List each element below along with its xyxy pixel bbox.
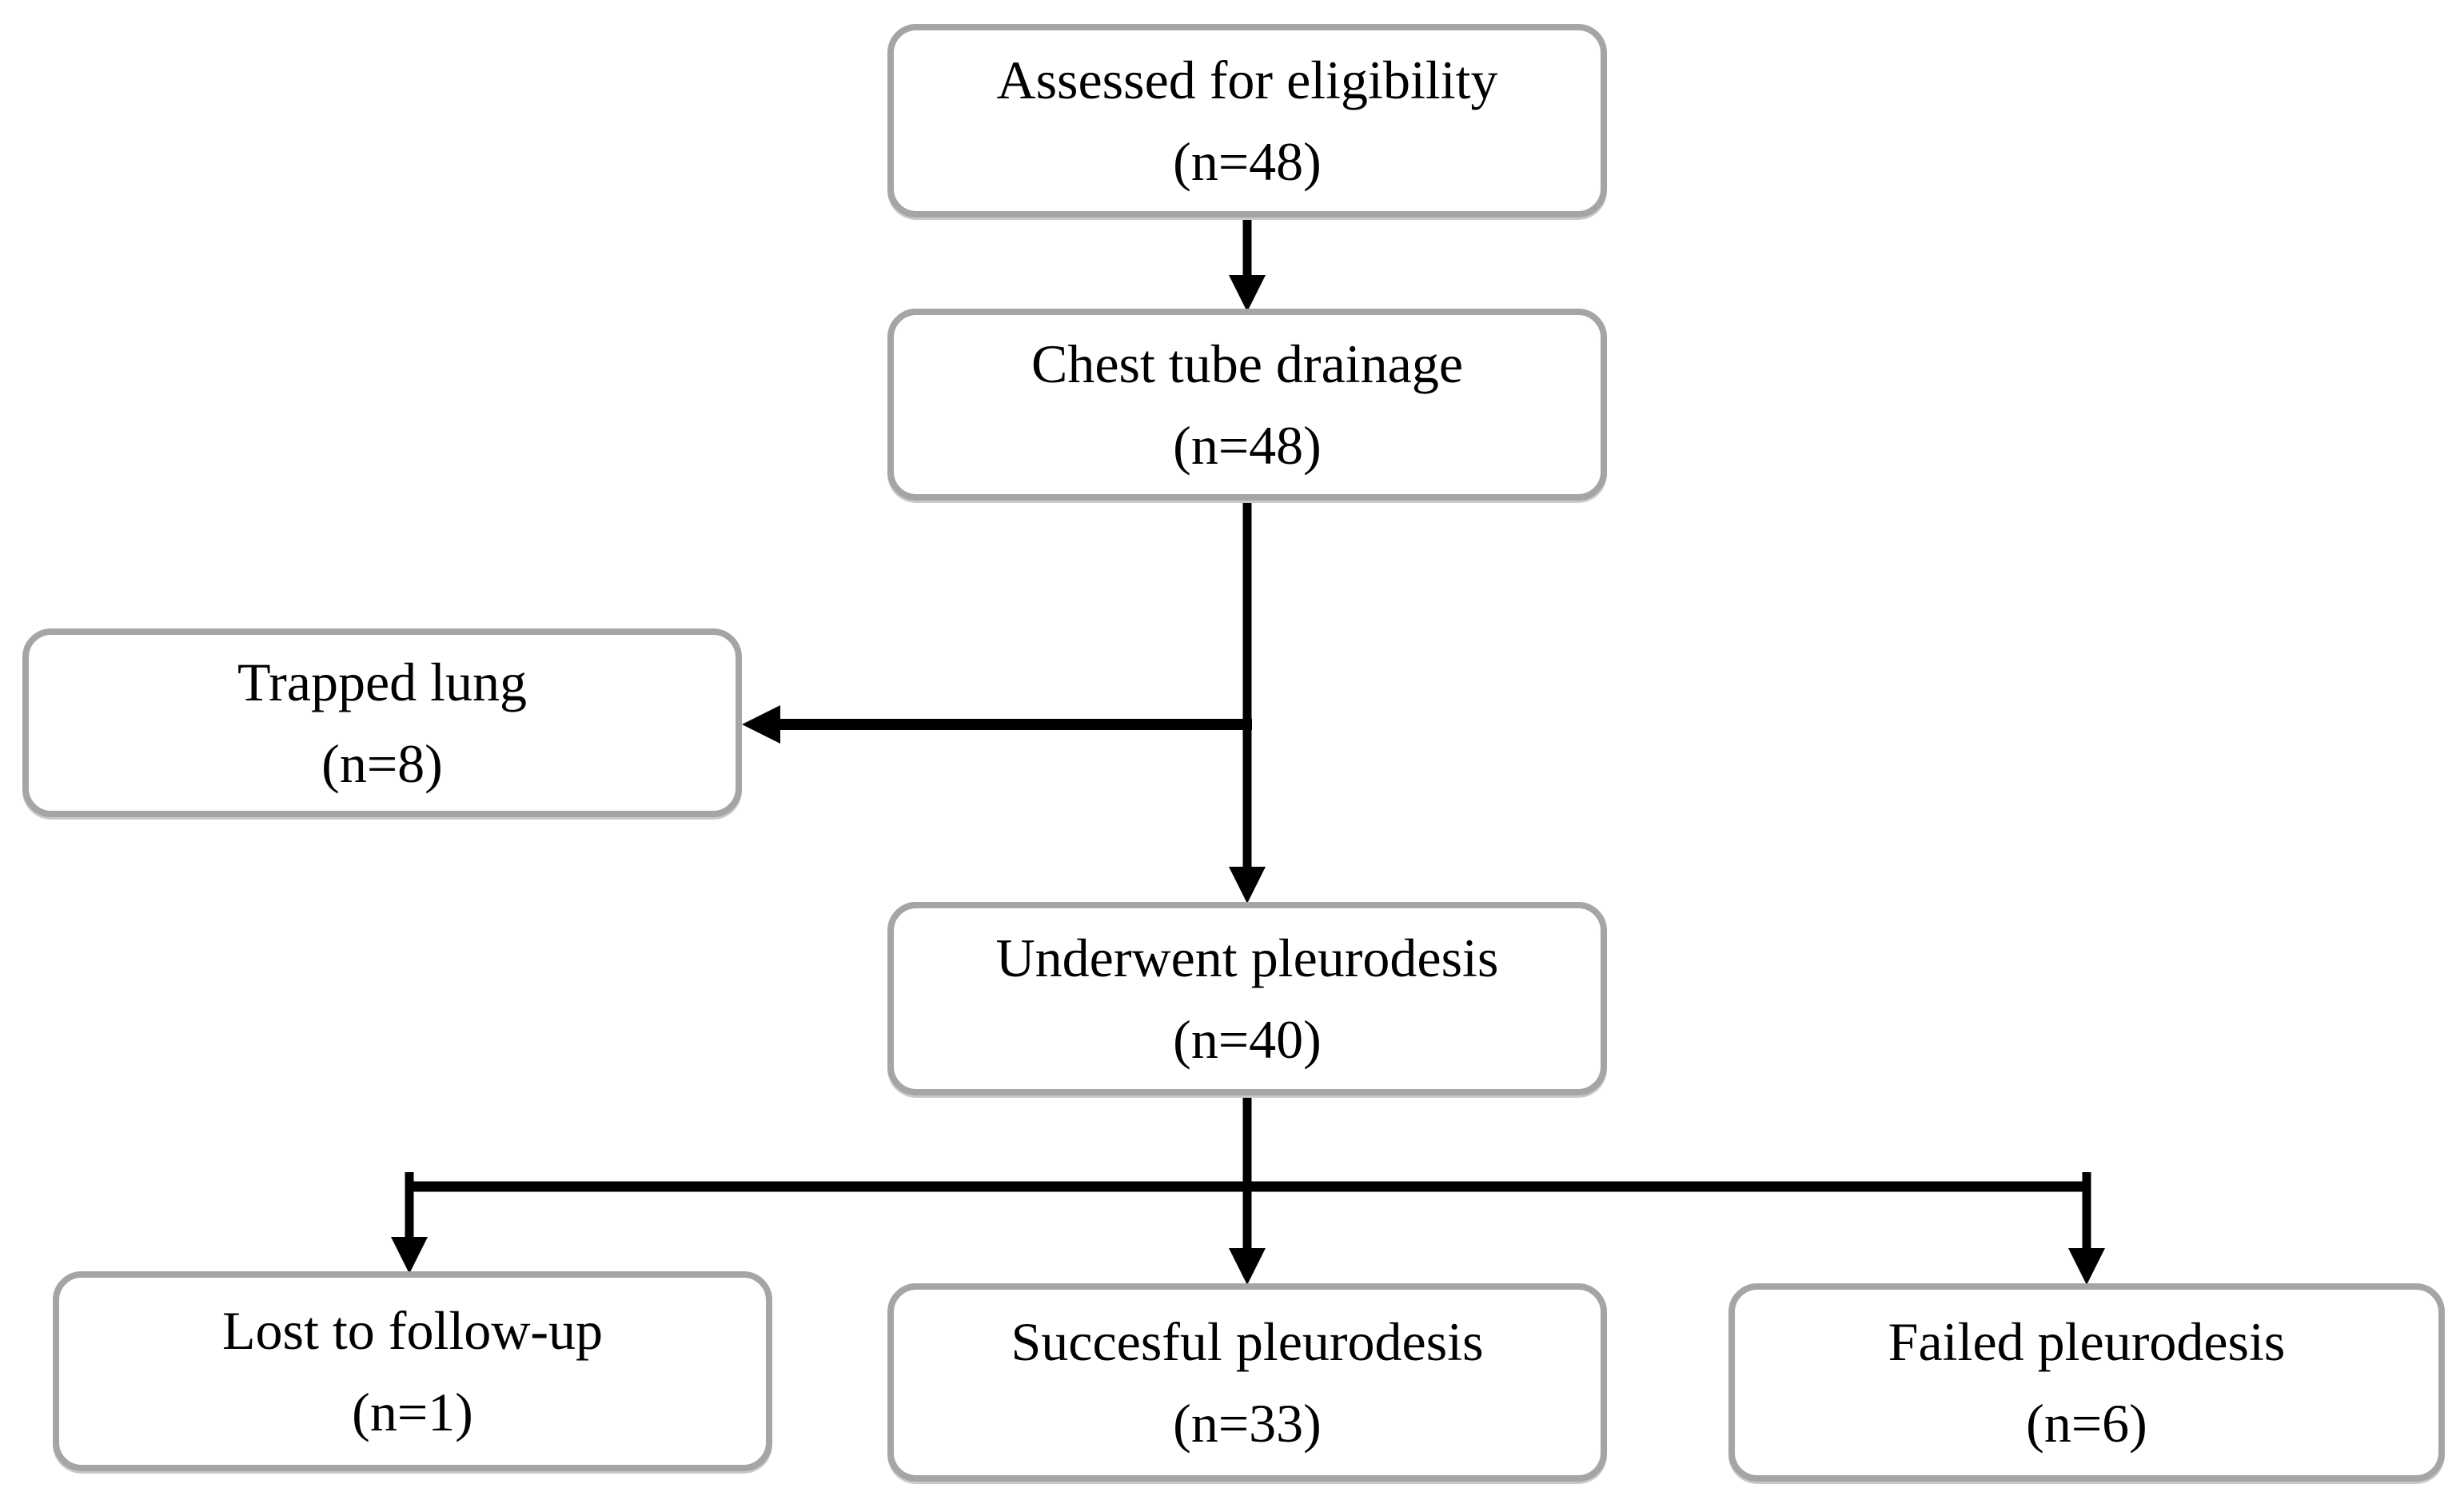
edge-assessed-to-chest-tube <box>1229 216 1266 312</box>
node-count: (n=48) <box>1173 415 1322 476</box>
node-lost-to-follow-up: Lost to follow-up (n=1) <box>53 1271 772 1471</box>
edge-underwent-to-failed <box>2068 1172 2105 1285</box>
node-label: Trapped lung <box>237 652 528 712</box>
node-chest-tube-drainage: Chest tube drainage (n=48) <box>887 309 1607 501</box>
node-count: (n=33) <box>1173 1393 1322 1454</box>
node-count: (n=6) <box>2026 1393 2147 1454</box>
edge-underwent-to-lost <box>391 1172 428 1274</box>
arrowhead-down-icon <box>391 1237 428 1274</box>
arrowhead-down-icon <box>1229 1248 1266 1285</box>
node-label: Assessed for eligibility <box>996 50 1498 110</box>
edge-chest-tube-to-underwent <box>1229 501 1266 904</box>
arrowhead-down-icon <box>1229 275 1266 312</box>
node-label: Lost to follow-up <box>222 1300 603 1361</box>
arrowhead-down-icon <box>1229 867 1266 904</box>
node-count: (n=1) <box>352 1382 473 1442</box>
node-count: (n=40) <box>1173 1009 1322 1070</box>
node-trapped-lung: Trapped lung (n=8) <box>22 628 742 817</box>
node-count: (n=8) <box>321 733 443 794</box>
edge-underwent-to-successful <box>1229 1095 1266 1285</box>
arrowhead-down-icon <box>2068 1248 2105 1285</box>
node-label: Chest tube drainage <box>1031 333 1464 394</box>
node-label: Succesful pleurodesis <box>1011 1311 1484 1372</box>
node-assessed-for-eligibility: Assessed for eligibility (n=48) <box>887 24 1607 217</box>
node-label: Failed pleurodesis <box>1888 1311 2286 1372</box>
node-label: Underwent pleurodesis <box>995 928 1499 988</box>
arrowhead-left-icon <box>742 705 780 744</box>
node-failed-pleurodesis: Failed pleurodesis (n=6) <box>1728 1283 2445 1482</box>
node-successful-pleurodesis: Succesful pleurodesis (n=33) <box>887 1283 1607 1482</box>
node-underwent-pleurodesis: Underwent pleurodesis (n=40) <box>887 902 1607 1095</box>
edge-chest-tube-to-trapped-lung <box>742 705 1252 744</box>
node-count: (n=48) <box>1173 131 1322 192</box>
